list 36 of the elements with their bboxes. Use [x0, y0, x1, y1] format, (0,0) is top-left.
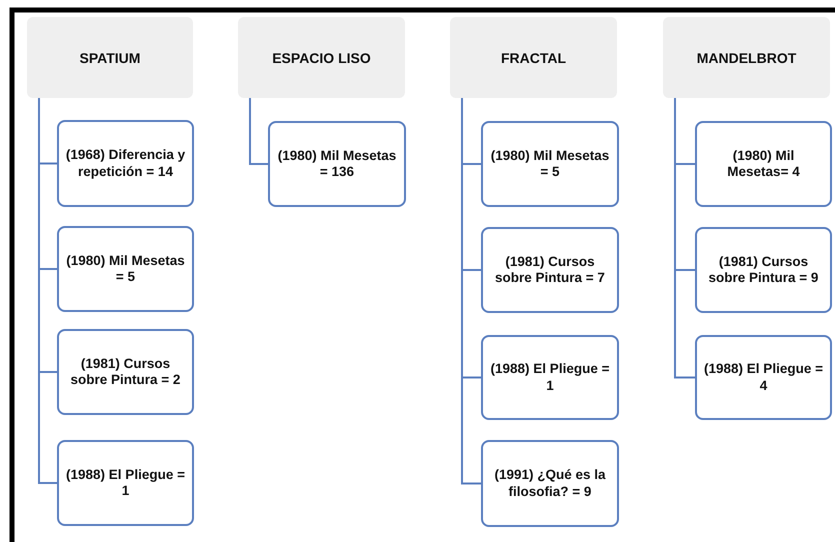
- node-text: (1981) Cursos sobre Pintura = 9: [708, 254, 820, 286]
- category-header: [238, 17, 405, 98]
- work-box: [57, 226, 194, 312]
- node-text: (1980) Mil Mesetas = 136: [276, 148, 398, 180]
- node-text: (1980) Mil Mesetas = 5: [490, 148, 610, 180]
- node-text: ESPACIO LISO: [272, 50, 371, 66]
- work-box: [481, 440, 619, 527]
- work-box: [481, 227, 619, 313]
- work-box: [268, 121, 406, 207]
- node-text: (1988) El Pliegue = 1: [490, 361, 610, 394]
- node-text: (1988) El Pliegue = 4: [703, 361, 824, 394]
- node-text: (1981) Cursos sobre Pintura = 2: [70, 356, 182, 388]
- node-text: (1991) ¿Qué es la filosofia? = 9: [493, 467, 607, 500]
- work-box: [57, 440, 194, 526]
- node-text: SPATIUM: [80, 50, 140, 66]
- node-text: (1980) Mil Mesetas = 5: [65, 252, 186, 286]
- category-header: [27, 17, 193, 98]
- work-box: [481, 335, 619, 420]
- node-text: (1968) Diferencia y repetición = 14: [65, 147, 186, 180]
- node-text: MANDELBROT: [696, 50, 796, 66]
- node-text: (1988) El Pliegue = 1: [65, 466, 186, 500]
- category-header: [450, 17, 617, 98]
- category-header: [663, 17, 830, 98]
- connector-line: [38, 98, 57, 484]
- work-box: [695, 227, 832, 313]
- work-box: [57, 329, 194, 415]
- connector-line: [461, 98, 481, 484]
- work-box: [57, 120, 194, 207]
- node-text: (1981) Cursos sobre Pintura = 7: [494, 254, 606, 286]
- work-box: [481, 121, 619, 207]
- connector-line: [674, 98, 695, 378]
- work-box: [695, 335, 832, 420]
- node-text: FRACTAL: [500, 50, 566, 66]
- connector-line: [249, 98, 268, 165]
- work-box: [695, 121, 832, 207]
- node-text: (1980) Mil Mesetas= 4: [726, 148, 801, 180]
